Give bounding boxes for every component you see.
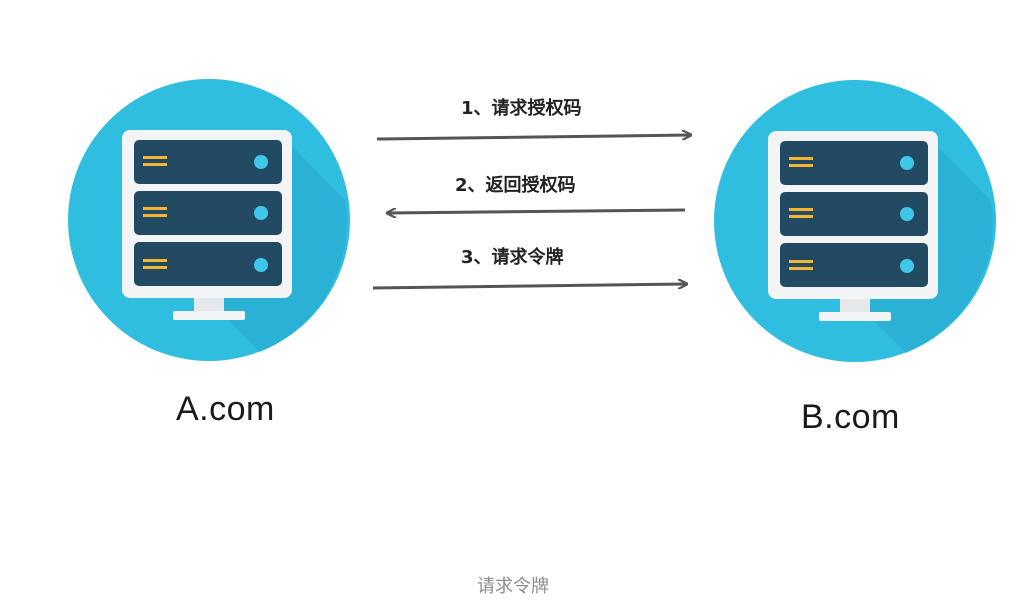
server-b-label: B.com <box>801 398 900 436</box>
arrow-request-auth-code <box>376 135 690 141</box>
server-a-rack-unit-2 <box>134 191 282 235</box>
server-b-stand <box>840 297 870 313</box>
server-a-stand <box>194 296 224 312</box>
server-b-rack-unit-2 <box>780 192 928 236</box>
arrow-label-return-auth-code: 2、返回授权码 <box>455 175 576 196</box>
server-a-icon <box>68 79 350 361</box>
server-b-icon <box>714 80 996 362</box>
server-b-rack-unit-3 <box>780 243 928 287</box>
server-a-rack-unit-1 <box>134 140 282 184</box>
server-a-base <box>173 311 245 320</box>
figure-caption: 请求令牌 <box>477 576 549 597</box>
arrow-label-request-auth-code: 1、请求授权码 <box>461 98 582 119</box>
server-b-base <box>819 312 891 321</box>
server-b-rack-unit-1 <box>780 141 928 185</box>
server-a-label: A.com <box>176 390 275 428</box>
arrow-request-token <box>372 284 686 290</box>
server-a-rack-unit-3 <box>134 242 282 286</box>
arrow-label-request-token: 3、请求令牌 <box>461 247 564 268</box>
arrow-return-auth-code <box>388 210 686 213</box>
